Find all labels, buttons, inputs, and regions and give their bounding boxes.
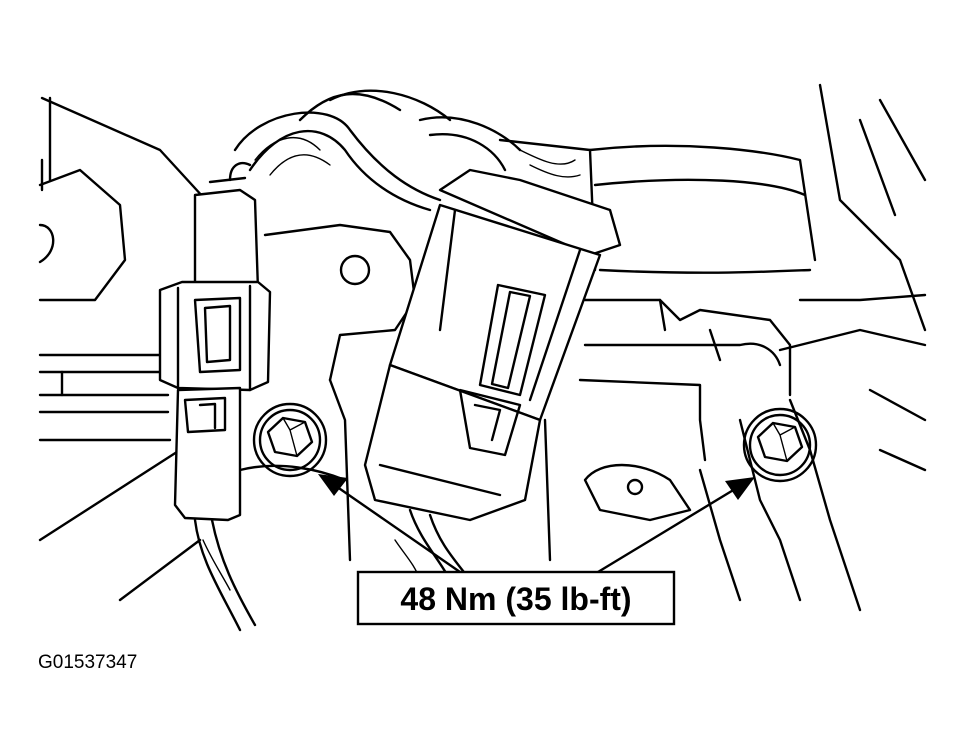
left-arrowhead-icon [318, 474, 348, 496]
right-arrowhead-icon [725, 477, 755, 500]
torque-callout-box [356, 570, 676, 626]
callout-arrows [318, 474, 755, 574]
figure-id: G01537347 [38, 652, 137, 673]
left-sensor-connector [158, 161, 272, 632]
left-bolt-icon [252, 402, 328, 478]
center-connector [363, 168, 622, 582]
torque-callout: 48 Nm (35 lb-ft) [356, 570, 676, 626]
engine-housing [38, 83, 927, 612]
torque-spec-label: 48 Nm (35 lb-ft) [400, 581, 631, 617]
right-bolt-icon [742, 407, 818, 483]
